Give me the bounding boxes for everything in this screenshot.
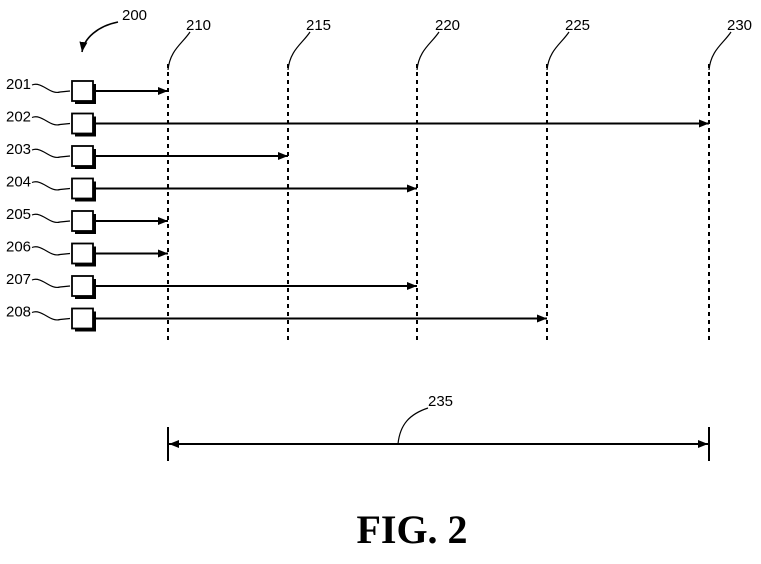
item-row-203: 203 — [6, 141, 288, 169]
item-205-box — [71, 210, 94, 232]
timeline-225-label: 225 — [565, 17, 590, 34]
item-203-label: 203 — [6, 141, 31, 158]
span-235-leader — [397, 407, 429, 445]
item-row-207: 207 — [6, 271, 417, 299]
span-235-label: 235 — [428, 393, 453, 410]
timeline-230-leader — [708, 31, 732, 71]
item-207-leader — [31, 278, 71, 288]
ref-200-label: 200 — [122, 7, 147, 24]
item-208-leader — [31, 311, 71, 321]
item-205-leader — [31, 213, 71, 223]
item-row-205: 205 — [6, 206, 168, 234]
item-row-201: 201 — [6, 76, 168, 104]
item-201-leader — [31, 83, 71, 93]
timelines-group: 210 215 220 225 230 — [167, 17, 752, 342]
item-204-box — [71, 177, 94, 200]
ref-200-leader-arrow — [79, 21, 119, 53]
item-206-box — [71, 242, 94, 265]
item-207-box — [71, 275, 94, 297]
item-rows-group: 201 202 203 204 205 206 207 208 — [6, 76, 709, 332]
item-202-box — [71, 112, 94, 135]
item-203-box — [71, 145, 94, 167]
timeline-210-label: 210 — [186, 17, 211, 34]
timeline-215-leader — [287, 31, 311, 71]
item-204-label: 204 — [6, 174, 31, 191]
item-203-leader — [31, 148, 71, 158]
item-204-leader — [31, 181, 71, 191]
timeline-215-label: 215 — [306, 17, 331, 34]
item-208-label: 208 — [6, 304, 31, 321]
timeline-225-leader — [546, 31, 570, 71]
timeline-220-leader — [416, 31, 440, 71]
item-202-label: 202 — [6, 109, 31, 126]
item-row-202: 202 — [6, 109, 709, 137]
timeline-210-leader — [167, 31, 191, 71]
item-row-204: 204 — [6, 174, 417, 202]
item-206-label: 206 — [6, 239, 31, 256]
item-row-206: 206 — [6, 239, 168, 267]
timeline-230-label: 230 — [727, 17, 752, 34]
item-row-208: 208 — [6, 304, 547, 332]
item-201-box — [71, 80, 94, 102]
span-235-group: 235 — [167, 393, 710, 461]
item-205-label: 205 — [6, 206, 31, 223]
item-207-label: 207 — [6, 271, 31, 288]
item-202-leader — [31, 116, 71, 126]
item-206-leader — [31, 246, 71, 256]
timeline-220-label: 220 — [435, 17, 460, 34]
item-208-box — [71, 307, 94, 330]
figure-label: FIG. 2 — [356, 507, 467, 552]
item-201-label: 201 — [6, 76, 31, 93]
